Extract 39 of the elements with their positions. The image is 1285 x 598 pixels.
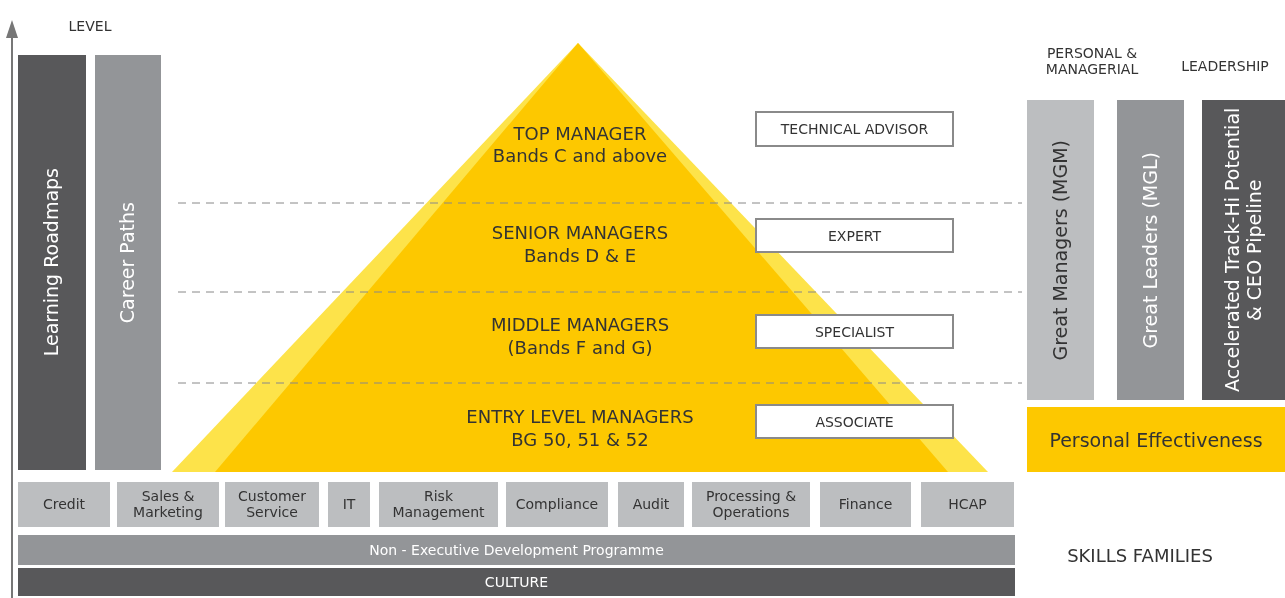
heading-label: SKILLS FAMILIES — [1066, 545, 1214, 566]
skill-family-tile: Sales & Marketing — [117, 482, 219, 527]
program-bar — [18, 55, 86, 470]
program-band: Personal Effectiveness — [1027, 407, 1285, 472]
skill-family-tile: HCAP — [921, 482, 1014, 527]
foundation-band: Non - Executive Development Programme — [18, 535, 1015, 565]
column-heading: PERSONAL & MANAGERIAL — [1044, 45, 1140, 77]
band-range: BG 50, 51 & 52 — [511, 428, 649, 451]
bar-label: Great Leaders (MGL) — [1139, 151, 1162, 349]
skill-family-tile: Processing & Operations — [692, 482, 810, 527]
skill-family-tile: Customer Service — [225, 482, 319, 527]
bar-label: Learning Roadmaps — [41, 168, 63, 357]
band-range: (Bands F and G) — [507, 336, 653, 359]
program-bar — [1117, 100, 1184, 400]
career-track-box: SPECIALIST — [755, 314, 954, 349]
program-bar — [1027, 100, 1094, 400]
level-title: SENIOR MANAGERS — [491, 222, 669, 245]
skill-family-tile: Risk Management — [379, 482, 498, 527]
skill-family-tile: IT — [328, 482, 370, 527]
column-heading: LEADERSHIP — [1180, 58, 1270, 74]
skill-family-tile: Credit — [18, 482, 110, 527]
career-track-box: EXPERT — [755, 218, 954, 253]
skill-family-tile: Compliance — [506, 482, 608, 527]
heading-label: LEVEL — [67, 18, 113, 34]
band-range: Bands D & E — [524, 244, 636, 267]
program-bar — [95, 55, 161, 470]
career-track-box: ASSOCIATE — [755, 404, 954, 439]
level-title: MIDDLE MANAGERS — [490, 314, 670, 337]
program-bar — [1202, 100, 1285, 400]
career-track-box: TECHNICAL ADVISOR — [755, 111, 954, 147]
skill-family-tile: Finance — [820, 482, 911, 527]
bar-label: Career Paths — [117, 201, 139, 324]
bar-label: Great Managers (MGM) — [1049, 139, 1072, 361]
skill-family-tile: Audit — [618, 482, 684, 527]
level-title: TOP MANAGER — [513, 122, 647, 145]
level-title: ENTRY LEVEL MANAGERS — [466, 406, 694, 429]
bar-label: Accelerated Track-Hi Potential & CEO Pipeline — [1221, 106, 1266, 395]
band-range: Bands C and above — [492, 145, 668, 168]
foundation-band: CULTURE — [18, 568, 1015, 596]
